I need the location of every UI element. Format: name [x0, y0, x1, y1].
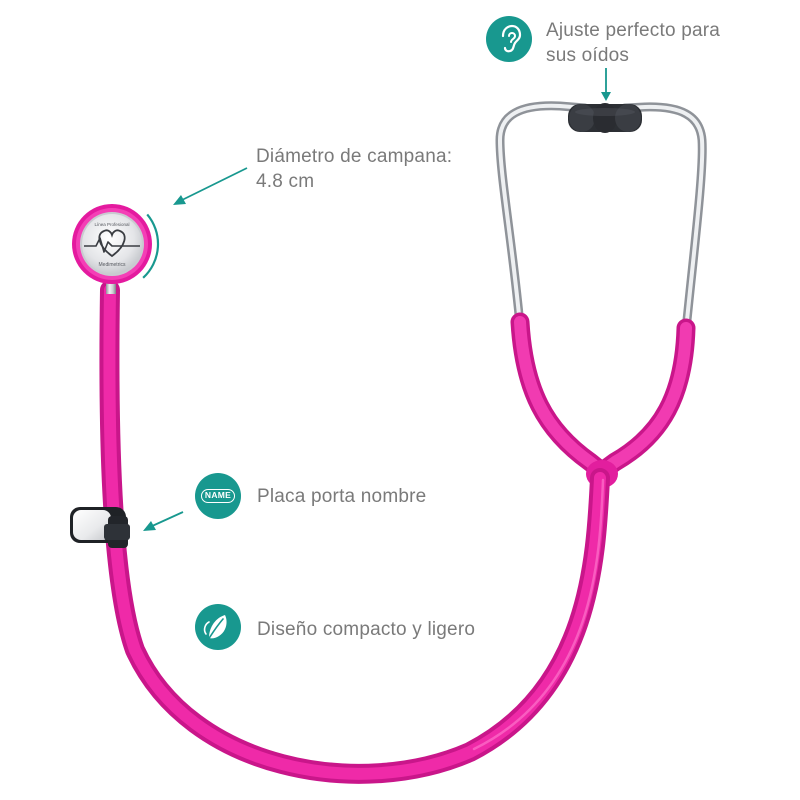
name-plate-feature-text: Placa porta nombre	[257, 484, 426, 509]
chestpiece-brand-label: Medimetrics	[99, 262, 126, 268]
pointer-arrows	[143, 68, 611, 531]
ear-fit-line2: sus oídos	[546, 45, 630, 66]
binaural-tubes	[495, 101, 707, 335]
bell-diameter-line2: 4.8 cm	[256, 171, 315, 192]
chestpiece-line-label: Línea Profesional	[94, 222, 129, 227]
bell-diameter-line1: Diámetro de campana:	[256, 146, 453, 167]
ear-icon	[501, 24, 522, 53]
design-feature-text: Diseño compacto y ligero	[257, 617, 475, 642]
pink-tubing	[99, 280, 696, 784]
ear-fit-feature-text: Ajuste perfecto para sus oídos	[546, 18, 720, 68]
name-plate-feature-badge: NAME	[195, 473, 241, 519]
chestpiece	[64, 196, 160, 292]
ear-spring	[568, 103, 642, 133]
feather-icon	[203, 615, 227, 641]
ear-fit-line1: Ajuste perfecto para	[546, 20, 721, 41]
design-label: Diseño compacto y ligero	[257, 619, 476, 640]
name-plate-label: Placa porta nombre	[257, 486, 427, 507]
design-feature-badge	[195, 604, 241, 650]
bell-diameter-feature-text: Diámetro de campana: 4.8 cm	[256, 144, 452, 194]
name-tag-icon: NAME	[201, 489, 235, 503]
ear-feature-badge	[486, 16, 532, 62]
name-plate	[70, 507, 130, 548]
